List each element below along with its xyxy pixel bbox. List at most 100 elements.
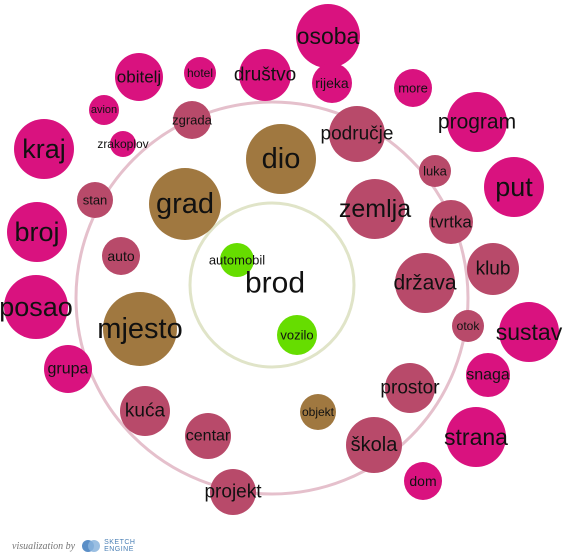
collocate-label: prostor bbox=[380, 378, 440, 399]
collocate-label: centar bbox=[186, 428, 231, 445]
collocate-node[interactable]: obitelj bbox=[115, 53, 163, 101]
collocate-node[interactable]: sustav bbox=[496, 302, 563, 362]
collocate-bubble[interactable] bbox=[220, 243, 254, 277]
collocate-node[interactable]: broj bbox=[7, 202, 67, 262]
collocate-bubble[interactable] bbox=[4, 275, 68, 339]
collocate-node[interactable]: strana bbox=[444, 407, 508, 467]
collocate-node[interactable]: projekt bbox=[204, 469, 262, 515]
collocate-bubble[interactable] bbox=[329, 106, 385, 162]
collocate-bubble[interactable] bbox=[77, 182, 113, 218]
collocate-bubble[interactable] bbox=[345, 179, 405, 239]
collocate-node[interactable]: automobil bbox=[209, 243, 265, 277]
collocate-bubble[interactable] bbox=[246, 124, 316, 194]
collocate-bubble[interactable] bbox=[239, 49, 291, 101]
collocate-bubble[interactable] bbox=[149, 168, 221, 240]
collocate-bubble[interactable] bbox=[115, 53, 163, 101]
sketch-engine-logo-icon bbox=[82, 540, 101, 552]
collocate-node[interactable]: društvo bbox=[234, 49, 296, 101]
collocate-label: projekt bbox=[204, 482, 262, 503]
collocate-node[interactable]: posao bbox=[0, 275, 73, 339]
collocate-bubble[interactable] bbox=[446, 407, 506, 467]
collocate-node[interactable]: grad bbox=[149, 168, 221, 240]
collocate-bubble[interactable] bbox=[89, 95, 119, 125]
collocate-label: snaga bbox=[466, 367, 510, 384]
collocate-node[interactable]: centar bbox=[185, 413, 231, 459]
collocate-node[interactable]: rijeka bbox=[312, 63, 352, 103]
collocate-bubble[interactable] bbox=[312, 63, 352, 103]
collocate-node[interactable]: klub bbox=[467, 243, 519, 295]
collocate-node[interactable]: objekt bbox=[300, 394, 336, 430]
collocate-bubble[interactable] bbox=[484, 157, 544, 217]
collocate-bubble[interactable] bbox=[7, 202, 67, 262]
collocate-label: klub bbox=[476, 259, 511, 280]
collocate-node[interactable]: avion bbox=[89, 95, 119, 125]
collocate-node[interactable]: program bbox=[438, 92, 516, 152]
collocate-node[interactable]: škola bbox=[346, 417, 402, 473]
collocate-bubble[interactable] bbox=[102, 237, 140, 275]
collocate-label: grad bbox=[156, 188, 214, 220]
collocate-node[interactable]: stan bbox=[77, 182, 113, 218]
collocate-bubble[interactable] bbox=[419, 155, 451, 187]
collocate-label: more bbox=[398, 81, 428, 96]
collocate-bubble[interactable] bbox=[184, 57, 216, 89]
collocate-node[interactable]: područje bbox=[321, 106, 394, 162]
collocate-bubble[interactable] bbox=[467, 243, 519, 295]
collocate-bubble[interactable] bbox=[385, 363, 435, 413]
collocate-node[interactable]: osoba bbox=[296, 4, 360, 68]
collocate-label: kraj bbox=[22, 134, 66, 164]
collocate-label: osoba bbox=[297, 23, 360, 49]
collocate-node[interactable]: luka bbox=[419, 155, 451, 187]
collocate-label: sustav bbox=[496, 319, 563, 345]
collocate-label: auto bbox=[107, 248, 134, 264]
collocate-bubble[interactable] bbox=[447, 92, 507, 152]
collocate-bubble[interactable] bbox=[185, 413, 231, 459]
collocate-node[interactable]: more bbox=[394, 69, 432, 107]
collocate-label: put bbox=[495, 172, 533, 202]
collocate-node[interactable]: vozilo bbox=[277, 315, 317, 355]
collocate-bubble[interactable] bbox=[103, 292, 177, 366]
collocate-node[interactable]: hotel bbox=[184, 57, 216, 89]
collocate-node[interactable]: grupa bbox=[44, 345, 92, 393]
collocate-bubble[interactable] bbox=[14, 119, 74, 179]
collocate-node[interactable]: otok bbox=[452, 310, 484, 342]
collocate-node[interactable]: kuća bbox=[120, 386, 170, 436]
collocate-node[interactable]: država bbox=[393, 253, 457, 313]
collocate-bubble[interactable] bbox=[394, 69, 432, 107]
collocate-label: vozilo bbox=[280, 328, 313, 343]
collocate-bubble[interactable] bbox=[300, 394, 336, 430]
collocate-bubble[interactable] bbox=[466, 353, 510, 397]
collocate-node[interactable]: mjesto bbox=[97, 292, 183, 366]
collocate-bubble[interactable] bbox=[404, 462, 442, 500]
collocate-label: obitelj bbox=[117, 68, 161, 87]
collocate-label: strana bbox=[444, 424, 508, 450]
collocate-bubble[interactable] bbox=[277, 315, 317, 355]
collocate-bubble[interactable] bbox=[499, 302, 559, 362]
collocate-bubble[interactable] bbox=[395, 253, 455, 313]
collocate-label: područje bbox=[321, 124, 394, 145]
collocate-bubble[interactable] bbox=[452, 310, 484, 342]
collocate-node[interactable]: zrakoplov bbox=[97, 131, 149, 157]
collocate-bubble[interactable] bbox=[44, 345, 92, 393]
collocate-bubble[interactable] bbox=[210, 469, 256, 515]
collocate-label: dom bbox=[409, 473, 436, 489]
collocate-label: broj bbox=[14, 217, 59, 247]
collocate-node[interactable]: snaga bbox=[466, 353, 510, 397]
collocate-node[interactable]: tvrtka bbox=[429, 200, 473, 244]
collocate-node[interactable]: dom bbox=[404, 462, 442, 500]
collocate-bubble[interactable] bbox=[296, 4, 360, 68]
collocate-bubble[interactable] bbox=[110, 131, 136, 157]
collocate-bubble[interactable] bbox=[120, 386, 170, 436]
collocate-bubble[interactable] bbox=[346, 417, 402, 473]
collocate-node[interactable]: prostor bbox=[380, 363, 440, 413]
collocate-node[interactable]: put bbox=[484, 157, 544, 217]
collocate-node[interactable]: auto bbox=[102, 237, 140, 275]
collocate-node[interactable]: kraj bbox=[14, 119, 74, 179]
visualization-credit: visualization by SKETCH ENGINE bbox=[12, 537, 138, 555]
collocate-node[interactable]: zgrada bbox=[172, 101, 213, 139]
collocate-bubble[interactable] bbox=[173, 101, 211, 139]
collocate-node[interactable]: dio bbox=[246, 124, 316, 194]
collocate-node[interactable]: zemlja bbox=[339, 179, 411, 239]
sketch-engine-logo[interactable]: SKETCH ENGINE bbox=[81, 539, 138, 553]
collocate-bubble[interactable] bbox=[429, 200, 473, 244]
